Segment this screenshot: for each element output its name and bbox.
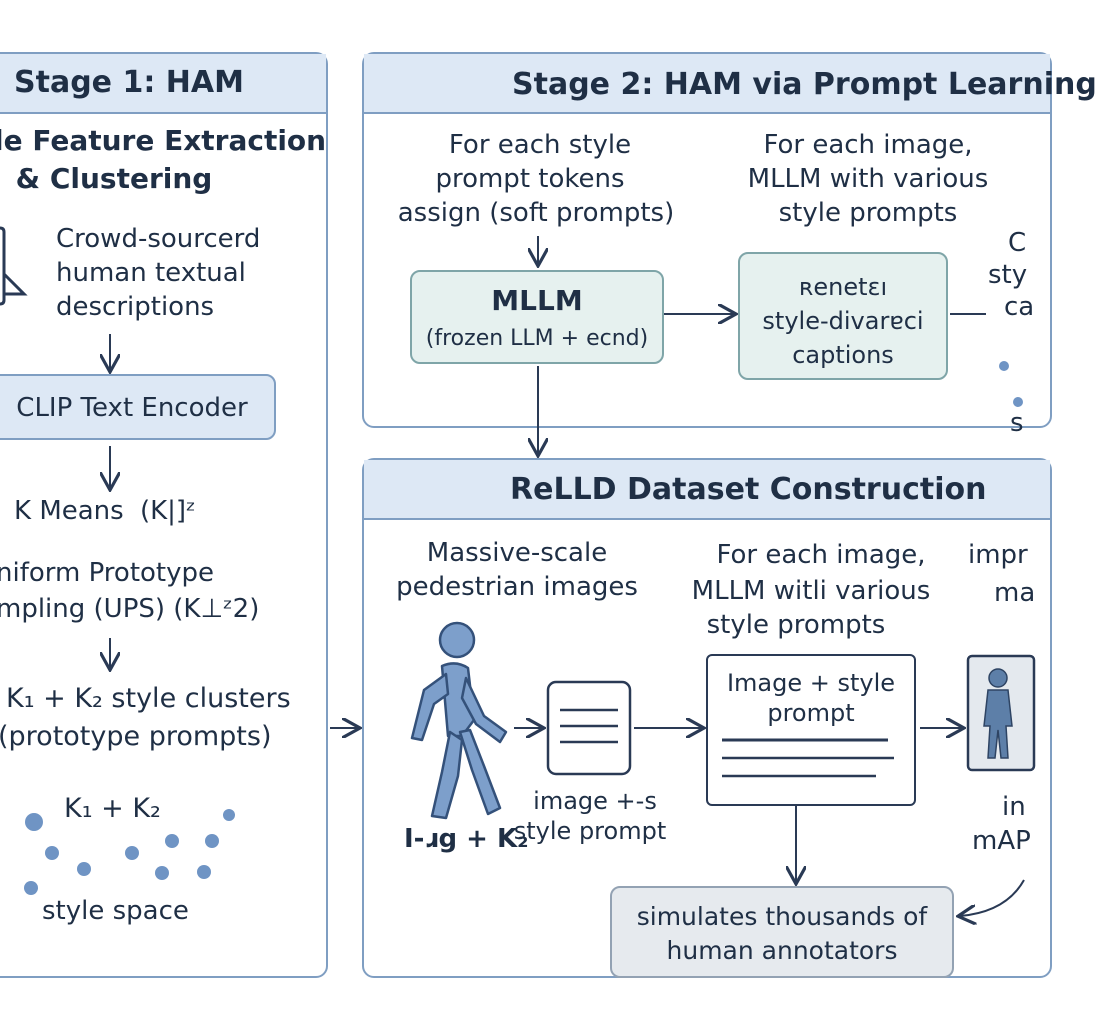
reid-header: ReLLD Dataset Construction [364, 460, 1050, 520]
ups-line2: mpling (UPS) (K⊥ᶻ2) [0, 594, 260, 624]
simulates-box: simulates thousands of human annotators [610, 886, 954, 978]
reid-each-image-line1: For each image, [716, 540, 926, 570]
arrow-curve-to-simulates [960, 879, 1025, 916]
stage2-each-image-line2: MLLM with various [747, 164, 989, 194]
kmeans-suffix: (K|]ᶻ [139, 496, 196, 526]
mllm-box: MLLM (frozen LLM + ecnd) [410, 270, 664, 364]
kmeans-label: K Means (K|]ᶻ [14, 494, 214, 528]
reid-title: ReLLD Dataset Construction [510, 472, 987, 507]
connectors-layer [24, 236, 1025, 1024]
stage1-header: Stage 1: HAM [0, 54, 326, 114]
prompt-box-line1: Image + style [726, 669, 896, 697]
style-space-dots [24, 361, 1023, 895]
stage1-title: Stage 1: HAM [14, 65, 244, 100]
image-style-small-line2: style prompt [513, 817, 667, 845]
style-dot [25, 813, 43, 831]
stage2-edge-line2: sty [988, 260, 1028, 290]
reid-edge-top1: impr [968, 540, 1028, 570]
crowd-line3: descriptions [56, 292, 215, 322]
tokens-line1: For each style [448, 130, 632, 160]
stage2-header: Stage 2: HAM via Prompt Learning [364, 54, 1097, 114]
stage1-subtitle-line2: & Clustering [15, 162, 213, 195]
reid-edge-top2: ma [994, 578, 1036, 608]
stage1-subtitle-line1: le Feature Extraction [0, 124, 327, 157]
reid-edge-bottom2: mAP [972, 826, 1031, 856]
style-dot [125, 846, 139, 860]
stage2-edge-line1: C [1008, 228, 1027, 258]
clip-text-encoder-label: CLIP Text Encoder [16, 393, 248, 423]
pedestrian-label: I‑ɹg + K₂ [404, 824, 529, 854]
generate-captions-box: ʀenetɛı style-divarɐci captions [738, 252, 948, 380]
prompt-box-line2: prompt [767, 699, 855, 727]
style-dot [45, 846, 59, 860]
stage2-edge-line3: ca [1004, 292, 1035, 322]
style-dot [999, 361, 1009, 371]
tokens-line2: prompt tokens [435, 164, 625, 194]
simulates-line2: human annotators [666, 936, 898, 965]
generate-line2: style-divarɐci [762, 307, 924, 335]
style-dot [1013, 397, 1023, 407]
mllm-subtitle: (frozen LLM + ecnd) [425, 326, 649, 351]
reid-edge-bottom1: in [1002, 792, 1026, 822]
prompt-box-lines [722, 738, 894, 778]
style-dot [197, 865, 211, 879]
stage1-panel: Stage 1: HAM [0, 52, 328, 978]
generate-line3: captions [792, 341, 894, 369]
generate-line1: ʀenetɛı [798, 273, 888, 301]
clip-text-encoder-box: CLIP Text Encoder [0, 374, 276, 440]
reid-each-image-line3: style prompts [706, 610, 886, 640]
stage2-title: Stage 2: HAM via Prompt Learning [512, 67, 1097, 102]
clusters-line1: K₁ + K₂ style clusters [6, 683, 291, 714]
massive-line2: pedestrian images [396, 572, 638, 602]
reid-each-image-line2: MLLM witli various [691, 576, 931, 606]
person-thumbnail-icon [966, 654, 1036, 772]
style-space-label: style space [42, 896, 189, 926]
stage2-edge-s: s [1010, 408, 1024, 438]
stage2-each-image-line1: For each image, [763, 130, 973, 160]
style-dot [155, 866, 169, 880]
tokens-line3: assign (soft prompts) [397, 198, 675, 228]
clusters-line2: (prototype prompts) [0, 721, 272, 752]
style-dot [165, 834, 179, 848]
pedestrian-icon [402, 620, 514, 826]
text-lines-icon [546, 680, 632, 776]
document-icon [0, 224, 46, 308]
style-space-k-label: K₁ + K₂ [64, 793, 161, 824]
massive-line1: Massive-scale [426, 538, 608, 568]
image-style-small-line1: image +-s [533, 787, 657, 815]
stage2-each-image-line3: style prompts [778, 198, 958, 228]
kmeans-text: K Means [14, 496, 124, 526]
crowd-line2: human textual [56, 258, 246, 288]
image-style-prompt-box: Image + style prompt [706, 654, 916, 806]
style-dot [24, 881, 38, 895]
simulates-line1: simulates thousands of [636, 902, 928, 931]
crowd-line1: Crowd-sourcerd [56, 224, 261, 254]
style-dot [205, 834, 219, 848]
mllm-title: MLLM [491, 284, 583, 317]
style-dot [77, 862, 91, 876]
style-dot [223, 809, 235, 821]
ups-line1: niform Prototype [0, 558, 215, 588]
